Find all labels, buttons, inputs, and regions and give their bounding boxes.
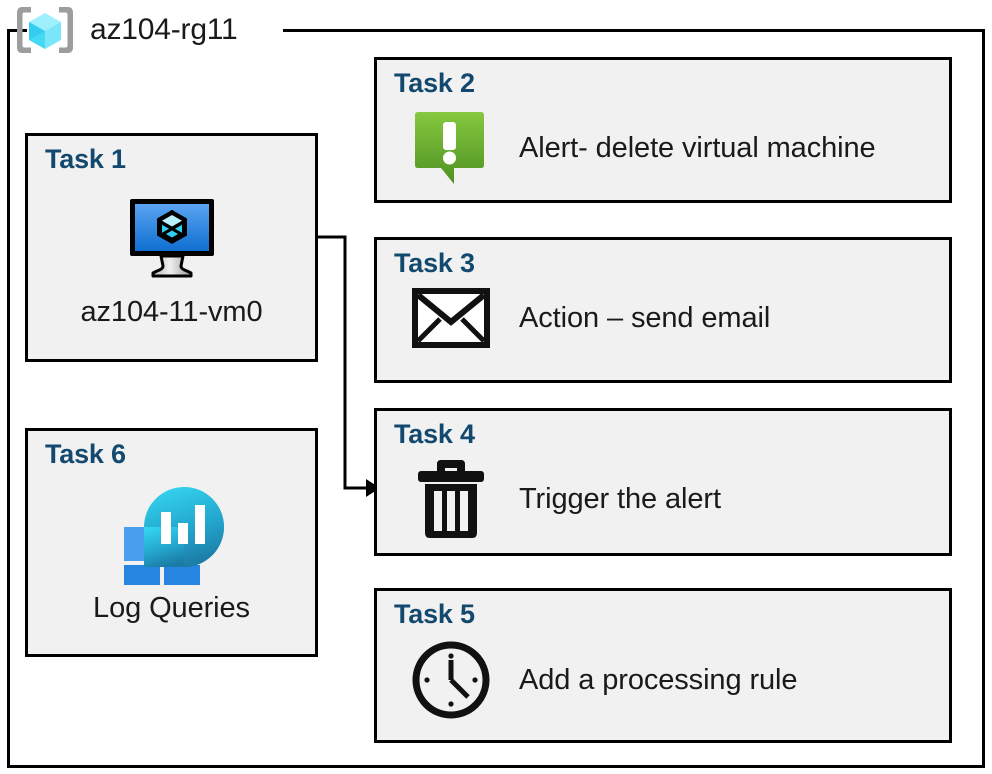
task-card-task3[interactable]: Task 3 Action – send email (374, 237, 952, 383)
task-card-task2[interactable]: Task 2 Alert- delete virtual machine (374, 57, 952, 203)
task-label: Trigger the alert (519, 482, 721, 515)
task-card-task6[interactable]: Task 6 (25, 428, 318, 657)
resource-group-header: az104-rg11 (14, 2, 238, 58)
task-label: Add a processing rule (519, 663, 798, 696)
task-label: Action – send email (519, 301, 771, 334)
task-card-task5[interactable]: Task 5 Add a processing rule (374, 588, 952, 743)
task-card-task4[interactable]: Task 4 Trigger the alert (374, 408, 952, 556)
clock-icon (405, 639, 497, 721)
virtual-machine-icon (28, 196, 315, 278)
task-title: Task 5 (394, 599, 475, 629)
task-label: Log Queries (93, 592, 250, 624)
task-title: Task 4 (394, 419, 475, 449)
task-title: Task 1 (45, 144, 126, 174)
envelope-icon (405, 288, 497, 348)
log-analytics-icon (28, 483, 315, 585)
resource-group-name: az104-rg11 (90, 13, 238, 46)
trash-icon (405, 457, 497, 541)
task-title: Task 6 (45, 439, 126, 469)
azure-resource-group-icon (14, 4, 76, 56)
resource-group-border-top-right (283, 29, 985, 32)
task-title: Task 2 (394, 68, 475, 98)
alert-callout-icon (405, 108, 497, 188)
task-title: Task 3 (394, 248, 475, 278)
task-card-task1[interactable]: Task 1 (25, 133, 318, 362)
task-label: Alert- delete virtual machine (519, 131, 876, 164)
task-label: az104-11-vm0 (80, 296, 263, 328)
